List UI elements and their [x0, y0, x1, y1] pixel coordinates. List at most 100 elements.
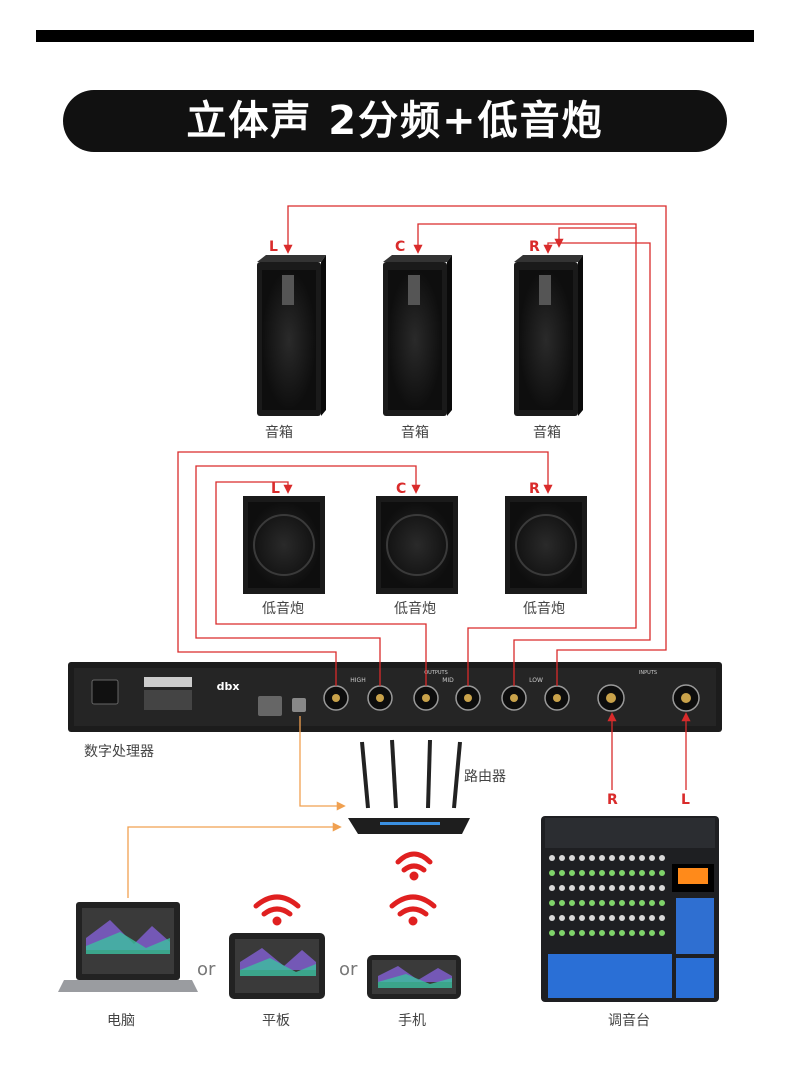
subwoofer-center-channel: C	[396, 481, 407, 497]
mixer-knob	[549, 900, 555, 906]
mixer-knob	[589, 855, 595, 861]
mixer-knob	[579, 870, 585, 876]
mixer-knob	[619, 885, 625, 891]
page-title: 立体声 2分频+低音炮	[63, 90, 727, 152]
laptop-caption: 电脑	[107, 1013, 135, 1029]
mixer-knob	[649, 900, 655, 906]
mixer-knob	[619, 915, 625, 921]
mixer-knob	[619, 930, 625, 936]
mixer-knob	[589, 885, 595, 891]
subwoofer-center	[376, 496, 458, 594]
mixer-knob	[589, 930, 595, 936]
mixer-knob	[589, 900, 595, 906]
mixer-knob	[649, 870, 655, 876]
mixer-knob	[549, 930, 555, 936]
speaker-right-channel: R	[529, 239, 540, 255]
subwoofer-left-caption: 低音炮	[262, 601, 304, 617]
dsp-processor: dbx HIGH MID LOW OUTPUTS INPUTS	[68, 662, 722, 732]
processor-caption: 数字处理器	[84, 744, 154, 760]
panel-label-outputs: OUTPUTS	[424, 670, 448, 676]
mixer-knob	[659, 915, 665, 921]
tablet-icon	[229, 933, 325, 999]
mixer-knob	[579, 930, 585, 936]
speaker-center-channel: C	[395, 239, 406, 255]
mixer-knob	[549, 915, 555, 921]
mixer-caption: 调音台	[608, 1013, 650, 1029]
mixer-knob	[569, 915, 575, 921]
network-wires	[127, 716, 346, 898]
mixer-knob	[649, 855, 655, 861]
mixer-knobs	[549, 855, 665, 936]
panel-label-inputs: INPUTS	[639, 670, 657, 676]
mixer-knob	[629, 930, 635, 936]
mixer-knob	[609, 915, 615, 921]
laptop-icon	[58, 902, 198, 992]
panel-label-mid: MID	[442, 677, 454, 684]
speaker-left	[257, 255, 326, 416]
subwoofer-right	[505, 496, 587, 594]
mixer-knob	[559, 915, 565, 921]
mixer-knob	[599, 855, 605, 861]
mixer-knob	[569, 900, 575, 906]
subwoofer-right-channel: R	[529, 481, 540, 497]
mixer-knob	[579, 885, 585, 891]
mixer-knob	[659, 930, 665, 936]
mixer-knob	[629, 855, 635, 861]
mixer-knob	[549, 855, 555, 861]
top-bar	[36, 30, 754, 42]
mixer-knob	[559, 870, 565, 876]
mixer-knob	[629, 900, 635, 906]
speaker-right	[514, 255, 583, 416]
mixer-knob	[589, 870, 595, 876]
processor-brand: dbx	[217, 680, 240, 693]
mixer-knob	[609, 855, 615, 861]
separator-or-1: or	[197, 959, 216, 980]
phone-icon	[367, 955, 461, 999]
mixer-input-l: L	[681, 792, 690, 808]
mixer-knob	[659, 900, 665, 906]
mixer-knob	[659, 855, 665, 861]
mixer-knob	[549, 870, 555, 876]
speaker-left-caption: 音箱	[265, 425, 293, 441]
mixer-knob	[649, 885, 655, 891]
tablet-caption: 平板	[262, 1013, 290, 1029]
mixer-knob	[589, 915, 595, 921]
mixer-knob	[609, 870, 615, 876]
subwoofer-center-caption: 低音炮	[394, 601, 436, 617]
mixer-knob	[599, 885, 605, 891]
mixer-knob	[619, 870, 625, 876]
mixer-knob	[639, 870, 645, 876]
signal-wires	[177, 205, 691, 790]
mixer-input-r: R	[607, 792, 618, 808]
mixer-knob	[559, 900, 565, 906]
mixer-knob	[559, 930, 565, 936]
mixer-knob	[599, 930, 605, 936]
mixer-knob	[559, 855, 565, 861]
mixer-knob	[599, 915, 605, 921]
mixer-knob	[569, 885, 575, 891]
mixer-knob	[649, 915, 655, 921]
mixer-knob	[609, 885, 615, 891]
mixer-knob	[639, 885, 645, 891]
speaker-right-caption: 音箱	[533, 425, 561, 441]
separator-or-2: or	[339, 959, 358, 980]
mixer-knob	[569, 855, 575, 861]
mixer-knob	[639, 900, 645, 906]
mixer-knob	[629, 915, 635, 921]
mixer-knob	[579, 915, 585, 921]
mixer-knob	[549, 885, 555, 891]
mixer-knob	[599, 870, 605, 876]
mixer-knob	[609, 930, 615, 936]
mixer-knob	[579, 855, 585, 861]
mixer-knob	[659, 885, 665, 891]
mixer-knob	[569, 930, 575, 936]
mixer-knob	[619, 855, 625, 861]
mixer-knob	[639, 855, 645, 861]
wifi-icon	[253, 851, 437, 926]
panel-label-low: LOW	[529, 677, 543, 684]
router	[348, 739, 470, 834]
mixer-knob	[639, 930, 645, 936]
panel-label-high: HIGH	[350, 677, 365, 684]
